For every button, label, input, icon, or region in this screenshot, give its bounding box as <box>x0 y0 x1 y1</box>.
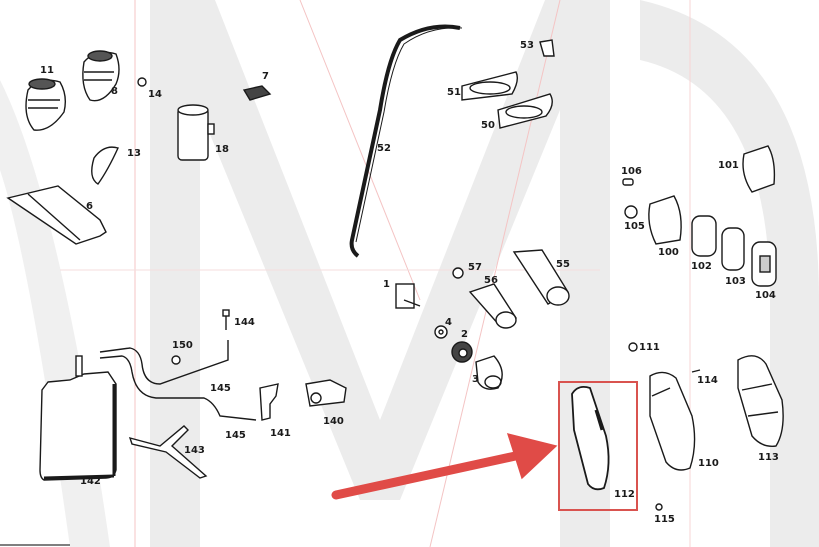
label-53: 53 <box>520 40 534 51</box>
label-114: 114 <box>697 375 718 386</box>
label-14: 14 <box>148 89 162 100</box>
label-2: 2 <box>461 329 468 340</box>
label-150: 150 <box>172 340 193 351</box>
label-7: 7 <box>262 71 269 82</box>
part-103-lens-icon <box>721 227 745 271</box>
part-105-grommet-icon <box>624 205 638 219</box>
highlight-box-part-112 <box>558 381 638 511</box>
part-143-bracket-icon <box>128 425 208 479</box>
label-102: 102 <box>691 261 712 272</box>
label-144: 144 <box>234 317 255 328</box>
label-101: 101 <box>718 160 739 171</box>
part-4-washer-icon <box>434 325 448 339</box>
label-145-lower: 145 <box>225 430 246 441</box>
label-110: 110 <box>698 458 719 469</box>
part-114-screw-icon <box>691 369 701 373</box>
part-100-lamp-housing-icon <box>648 195 682 245</box>
highlight-arrow-icon <box>331 433 558 500</box>
label-55: 55 <box>556 259 570 270</box>
label-56: 56 <box>484 275 498 286</box>
label-51: 51 <box>447 87 461 98</box>
part-142-reservoir-icon <box>39 371 117 481</box>
part-140-switch-icon <box>305 379 347 407</box>
label-13: 13 <box>127 148 141 159</box>
label-3: 3 <box>472 374 479 385</box>
part-1-switch-icon <box>395 283 415 309</box>
part-144-bolt-icon <box>222 309 230 330</box>
label-50: 50 <box>481 120 495 131</box>
label-100: 100 <box>658 247 679 258</box>
label-106: 106 <box>621 166 642 177</box>
label-4: 4 <box>445 317 452 328</box>
label-6: 6 <box>86 201 93 212</box>
label-105: 105 <box>624 221 645 232</box>
part-111-screw-icon <box>628 342 638 352</box>
label-8: 8 <box>111 86 118 97</box>
part-53-clip-icon <box>539 39 555 57</box>
label-141: 141 <box>270 428 291 439</box>
label-143: 143 <box>184 445 205 456</box>
part-112-lens-seal-icon <box>571 385 610 491</box>
label-18: 18 <box>215 144 229 155</box>
part-7-block-icon <box>242 85 272 101</box>
part-11-lamp-icon <box>25 78 67 131</box>
label-1: 1 <box>383 279 390 290</box>
part-115-screw-icon <box>655 503 663 511</box>
label-52: 52 <box>377 143 391 154</box>
part-101-lamp-housing-icon <box>742 145 776 193</box>
part-110-lamp-housing-icon <box>649 371 696 471</box>
part-150-washer-icon <box>171 355 181 365</box>
part-8-lamp-icon <box>82 50 120 102</box>
part-6-plate-icon <box>6 185 107 245</box>
part-102-gasket-icon <box>691 215 717 257</box>
label-103: 103 <box>725 276 746 287</box>
label-11: 11 <box>40 65 54 76</box>
part-145-hose-icon <box>99 340 229 385</box>
label-145-upper: 145 <box>210 383 231 394</box>
label-104: 104 <box>755 290 776 301</box>
part-18-relay-icon <box>177 104 215 161</box>
part-52-weatherstrip-icon <box>349 24 461 258</box>
part-57-nut-icon <box>452 267 464 279</box>
label-142: 142 <box>80 476 101 487</box>
label-111: 111 <box>639 342 660 353</box>
label-113: 113 <box>758 452 779 463</box>
part-141-bracket-icon <box>259 383 279 421</box>
label-112: 112 <box>614 489 635 500</box>
part-3-knob-icon <box>475 355 503 390</box>
label-140: 140 <box>323 416 344 427</box>
label-115: 115 <box>654 514 675 525</box>
label-57: 57 <box>468 262 482 273</box>
part-106-grommet-icon <box>622 178 634 186</box>
part-113-lens-icon <box>737 355 784 447</box>
part-14-clip-icon <box>137 77 147 87</box>
part-13-bracket-icon <box>91 146 119 185</box>
part-50-lens-icon <box>497 93 553 129</box>
